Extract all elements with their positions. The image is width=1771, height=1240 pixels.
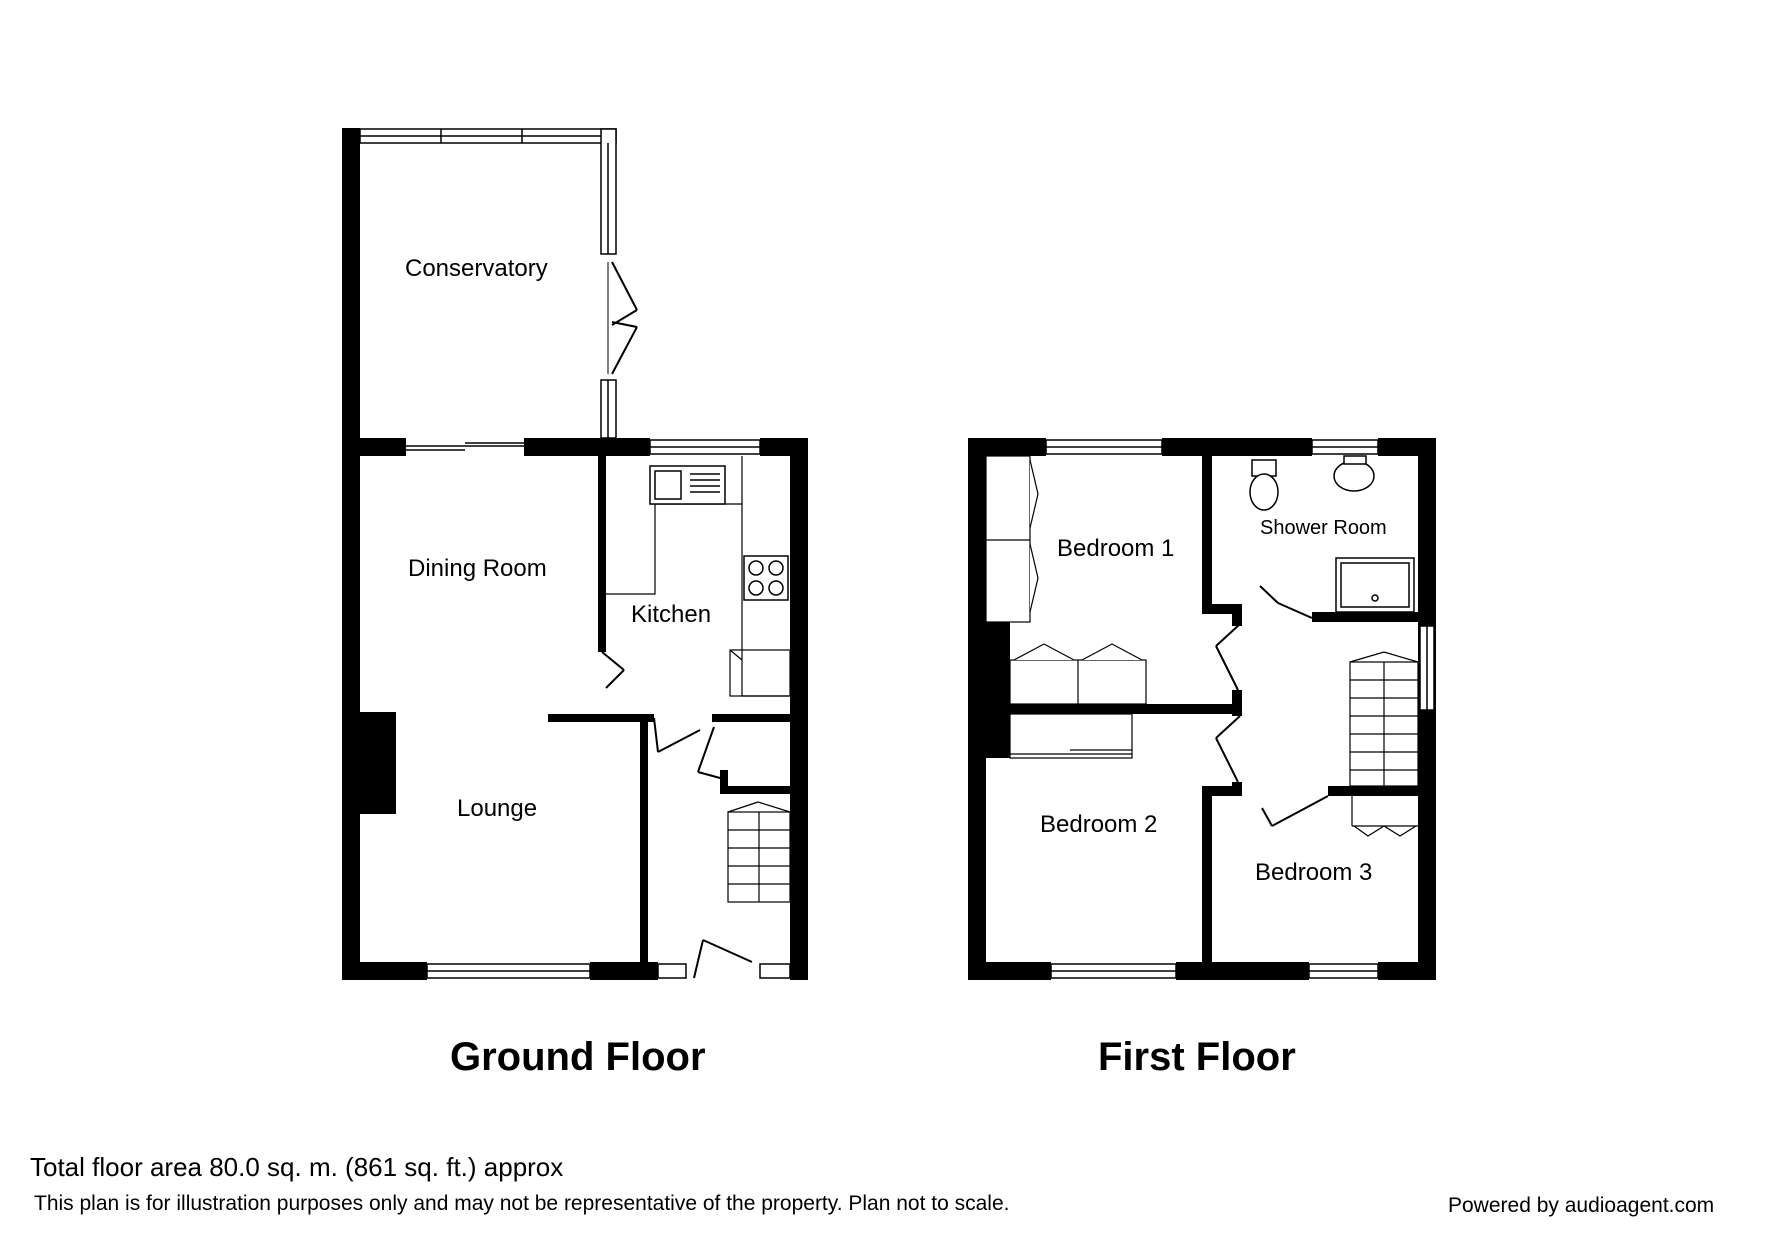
ground-stairs [727,801,791,903]
bedroom-2-label: Bedroom 2 [1040,811,1157,838]
first-floor-title: First Floor [1098,1035,1296,1079]
ground-external-walls [342,438,808,980]
lounge-window [426,963,591,979]
front-door [693,939,753,979]
first-floor-windows [1045,439,1435,979]
lounge-door [653,717,701,753]
first-floor-stairs [1349,651,1419,787]
kitchen-door [601,651,625,689]
bedroom-3-cupboard [1351,796,1418,837]
ground-internal-walls [548,456,790,962]
kitchen-hob [743,555,789,601]
conservatory-label: Conservatory [405,255,548,282]
disclaimer-text: This plan is for illustration purposes o… [34,1192,1010,1215]
shower-room-label: Shower Room [1260,517,1387,539]
cupboard-door [697,726,721,779]
kitchen-window [649,439,761,455]
kitchen-label: Kitchen [631,601,711,628]
kitchen-sink [649,465,726,505]
shower-room-fixtures [1249,455,1415,613]
total-floor-area: Total floor area 80.0 sq. m. (861 sq. ft… [30,1152,564,1182]
conservatory-walls [342,128,360,458]
front-door-sidelights [657,963,791,979]
powered-by-link[interactable]: Powered by audioagent.com [1448,1194,1715,1217]
dining-room-label: Dining Room [408,555,547,582]
bedroom-1-wardrobes [985,455,1147,759]
conservatory-french-door [607,261,638,375]
conservatory-glazing [359,128,617,439]
bedroom-1-label: Bedroom 1 [1057,535,1174,562]
ground-floor-title: Ground Floor [450,1035,706,1079]
lounge-label: Lounge [457,795,537,822]
ground-floor-plan: Conservatory Dining Room Kitchen Lounge [342,128,808,980]
dining-sliding-door [406,442,524,451]
first-floor-doors [1215,585,1329,827]
bedroom-3-label: Bedroom 3 [1255,859,1372,886]
first-internal-walls [1010,456,1418,962]
first-floor-plan: Bedroom 1 Shower Room Bedroom 2 Bedroom … [968,438,1436,980]
